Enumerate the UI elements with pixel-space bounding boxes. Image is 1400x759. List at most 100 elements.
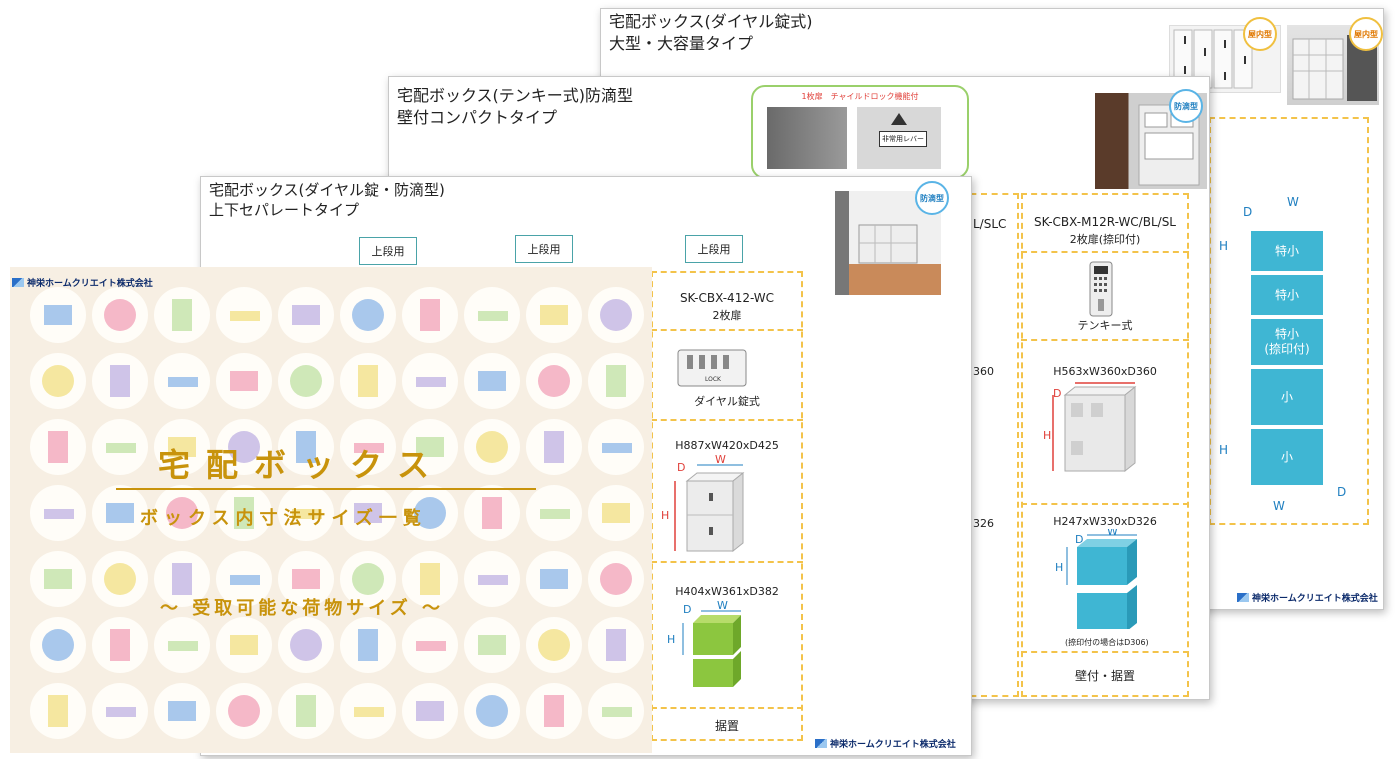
- pattern-circle: [340, 419, 396, 475]
- door-type: 2枚扉: [712, 309, 742, 322]
- pattern-icon: [110, 629, 130, 661]
- pattern-circle: [402, 683, 458, 739]
- pattern-icon: [540, 569, 568, 589]
- pattern-icon: [354, 443, 384, 453]
- pattern-circle: [154, 617, 210, 673]
- pattern-circle: [30, 683, 86, 739]
- company-logo: 神栄ホームクリエイト株式会社: [815, 737, 956, 750]
- pattern-icon: [540, 509, 570, 519]
- cover-title-rule: [116, 488, 536, 490]
- separate-locker-icon: [835, 191, 918, 295]
- svg-text:W: W: [717, 599, 728, 612]
- pattern-icon: [292, 305, 320, 325]
- pattern-icon: [606, 365, 626, 397]
- pattern-icon: [42, 629, 74, 661]
- dimension-label-d: D: [1243, 205, 1253, 219]
- sheet-title-line2: 壁付コンパクトタイプ: [397, 108, 558, 127]
- pattern-circle: [526, 551, 582, 607]
- pattern-icon: [110, 365, 130, 397]
- svg-text:D: D: [677, 461, 685, 474]
- pattern-circle: [464, 551, 520, 607]
- pattern-circle: [464, 287, 520, 343]
- pattern-icon: [228, 431, 260, 463]
- pattern-icon: [234, 497, 254, 529]
- tab-upper-2[interactable]: 上段用: [515, 235, 573, 263]
- svg-text:W: W: [1107, 529, 1118, 538]
- pattern-icon: [230, 371, 258, 391]
- pattern-circle: [278, 551, 334, 607]
- svg-text:W: W: [715, 455, 726, 466]
- svg-text:D: D: [1075, 533, 1083, 546]
- pattern-circle: [92, 287, 148, 343]
- pattern-circle: [278, 683, 334, 739]
- pattern-circle: [464, 617, 520, 673]
- pattern-icon: [106, 503, 134, 523]
- lower-box-diagram: W D H: [667, 599, 741, 687]
- pattern-icon: [172, 299, 192, 331]
- pattern-circle: [30, 485, 86, 541]
- pattern-icon: [540, 305, 568, 325]
- pattern-circle: [402, 551, 458, 607]
- pattern-icon: [416, 377, 446, 387]
- pattern-circle: [278, 485, 334, 541]
- pattern-circle: [154, 287, 210, 343]
- pattern-circle: [30, 617, 86, 673]
- pattern-icon: [538, 365, 570, 397]
- pattern-circle: [216, 353, 272, 409]
- pattern-icon: [420, 299, 440, 331]
- cover-note: ～ 受取可能な荷物サイズ ～: [160, 598, 444, 619]
- pattern-icon: [168, 437, 196, 457]
- partial-model-text: L/SLC: [973, 217, 1007, 231]
- svg-text:H: H: [1055, 561, 1063, 574]
- cover-subtitle: ボックス内寸法サイズ一覧: [140, 508, 427, 529]
- box-block-2: 特小: [1251, 275, 1323, 315]
- indoor-badge-2: 屋内型: [1349, 17, 1383, 51]
- drip-proof-badge: 防滴型: [915, 181, 949, 215]
- pattern-icon: [48, 695, 68, 727]
- pattern-icon: [482, 497, 502, 529]
- pattern-circle: [216, 617, 272, 673]
- partial-size-2: 326: [973, 517, 994, 530]
- company-mark-icon: [815, 739, 827, 748]
- pattern-circle: [92, 551, 148, 607]
- pattern-circle: [30, 419, 86, 475]
- tab-upper-1[interactable]: 上段用: [359, 237, 417, 265]
- pattern-icon: [602, 503, 630, 523]
- pattern-circle: [216, 419, 272, 475]
- pattern-icon: [166, 497, 198, 529]
- size-panel: [1209, 117, 1369, 525]
- pattern-circle: [92, 617, 148, 673]
- company-logo: 神栄ホームクリエイト株式会社: [1237, 591, 1378, 604]
- row-divider-4: [651, 707, 803, 709]
- pattern-icon: [44, 509, 74, 519]
- pattern-circle: [216, 287, 272, 343]
- pattern-icon: [296, 695, 316, 727]
- pattern-icon: [104, 563, 136, 595]
- sheet-title-line2: 大型・大容量タイプ: [609, 34, 754, 53]
- pattern-icon: [416, 701, 444, 721]
- pattern-circle: [588, 287, 644, 343]
- box-block-4: 小: [1251, 369, 1323, 425]
- pattern-circle: [340, 353, 396, 409]
- pattern-icon: [476, 431, 508, 463]
- pattern-circle: [526, 419, 582, 475]
- pattern-circle: [402, 485, 458, 541]
- cover-title: 宅配ボックス: [158, 446, 446, 484]
- svg-text:D: D: [1053, 387, 1061, 400]
- lever-sign-text: 非常用レバー: [879, 131, 927, 147]
- door-type: 2枚扉(捺印付): [1069, 233, 1141, 246]
- tab-upper-3[interactable]: 上段用: [685, 235, 743, 263]
- pattern-icon: [416, 641, 446, 651]
- large-box-diagram: W D H: [1043, 381, 1137, 473]
- pattern-circle: [340, 485, 396, 541]
- dial-lock-icon: LOCK: [677, 349, 747, 387]
- pattern-icon: [602, 707, 632, 717]
- row-divider-1: [651, 329, 803, 331]
- lock-type: ダイヤル錠式: [694, 395, 760, 408]
- pattern-circle: [464, 683, 520, 739]
- pattern-icon: [168, 641, 198, 651]
- box-block-5: 小: [1251, 429, 1323, 485]
- dimension-label-w2: W: [1273, 499, 1285, 513]
- pattern-icon: [42, 365, 74, 397]
- pattern-circle: [154, 419, 210, 475]
